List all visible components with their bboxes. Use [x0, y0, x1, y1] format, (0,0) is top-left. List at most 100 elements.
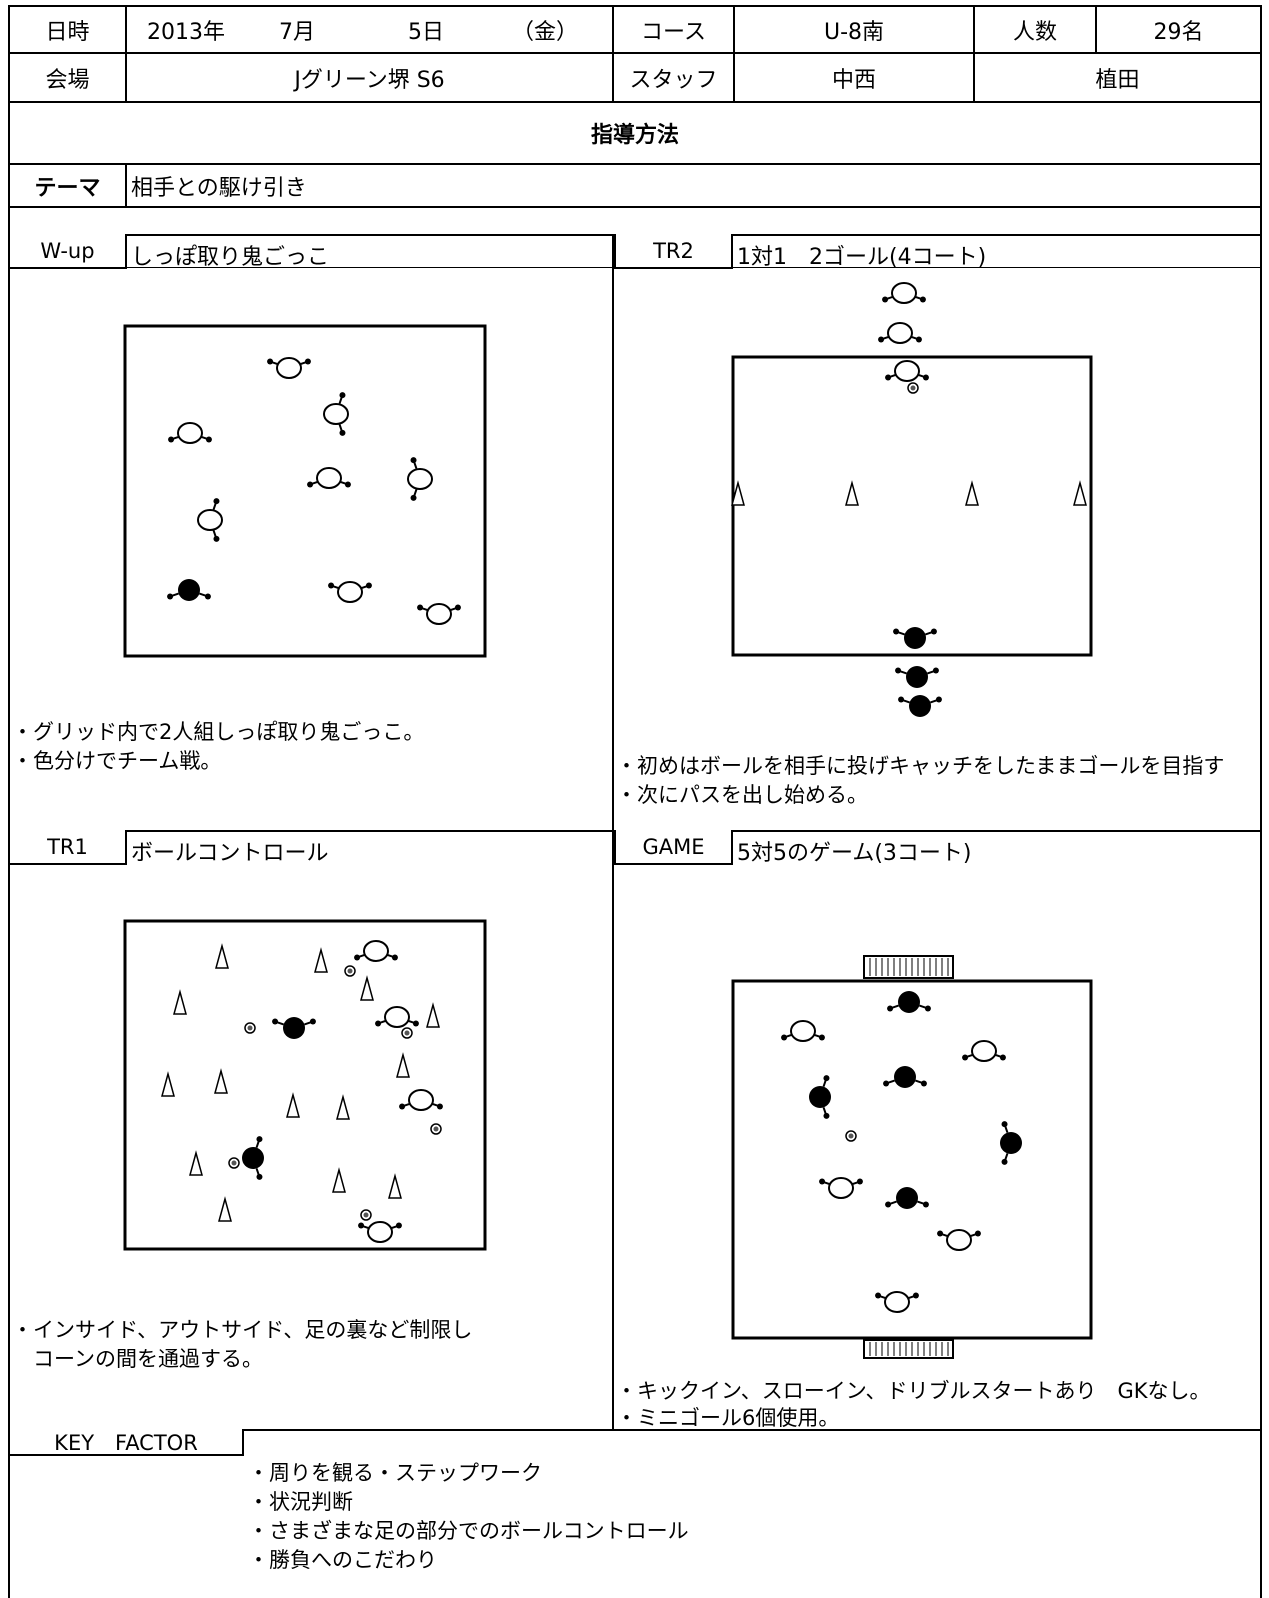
- cone-icon: [731, 480, 745, 506]
- goal-bottom-icon: [863, 1339, 954, 1359]
- key-factor-label: KEY FACTOR: [8, 1429, 244, 1456]
- date-day: 5日: [408, 19, 444, 45]
- player-white-icon: [399, 1089, 443, 1111]
- key-factor-item: ・勝負へのこだわり: [248, 1548, 437, 1572]
- theme-label: テーマ: [34, 175, 101, 201]
- cone-icon: [360, 975, 374, 1001]
- method-title: 指導方法: [590, 123, 679, 148]
- count-label: 人数: [1012, 19, 1057, 45]
- player-white-icon: [358, 1221, 402, 1243]
- player-white-icon: [819, 1177, 863, 1199]
- cone-icon: [314, 947, 328, 973]
- player-white-icon: [878, 322, 922, 344]
- player-dark-icon: [895, 666, 939, 688]
- player-white-icon: [875, 1291, 919, 1313]
- ball-icon: [401, 1027, 413, 1039]
- player-dark-icon: [887, 991, 931, 1013]
- game-title: 5対5のゲーム(3コート): [737, 841, 972, 866]
- tr2-title: 1対1 2ゴール(4コート): [737, 245, 987, 270]
- cone-icon: [388, 1173, 402, 1199]
- wup-title: しっぽ取り鬼ごっこ: [131, 245, 330, 270]
- player-white-icon: [267, 357, 311, 379]
- cone-icon: [845, 480, 859, 506]
- cone-icon: [215, 943, 229, 969]
- date-label: 日時: [45, 19, 90, 45]
- ball-icon: [845, 1130, 857, 1142]
- tr1-note-2: コーンの間を通過する。: [12, 1347, 263, 1371]
- cone-icon: [336, 1094, 350, 1120]
- player-white-icon: [328, 581, 372, 603]
- player-white-icon: [375, 1006, 419, 1028]
- cone-icon: [214, 1068, 228, 1094]
- wup-diagram: [123, 324, 487, 658]
- date-weekday: （金）: [512, 19, 579, 45]
- game-note-2: ・ミニゴール6個使用。: [616, 1406, 840, 1430]
- ball-icon: [360, 1209, 372, 1221]
- ball-icon: [907, 382, 919, 394]
- player-dark-icon: [885, 1187, 929, 1209]
- tr1-title: ボールコントロール: [131, 841, 329, 866]
- ball-icon: [344, 965, 356, 977]
- tr1-tag: TR1: [8, 830, 127, 865]
- game-diagram: [731, 955, 1093, 1359]
- player-white-icon: [307, 467, 351, 489]
- player-white-icon: [168, 422, 212, 444]
- ball-icon: [244, 1022, 256, 1034]
- tr2-tag: TR2: [614, 234, 733, 269]
- wup-note-2: ・色分けでチーム戦。: [12, 749, 222, 773]
- player-dark-icon: [809, 1075, 831, 1119]
- key-factor-item: ・さまざまな足の部分でのボールコントロール: [248, 1519, 689, 1543]
- staff-2: 植田: [1095, 67, 1140, 93]
- staff-1: 中西: [831, 67, 876, 93]
- tr2-note-2: ・次にパスを出し始める。: [616, 783, 868, 807]
- tr2-note-1: ・初めはボールを相手に投げキャッチをしたままゴールを目指す: [616, 754, 1225, 778]
- cone-icon: [218, 1196, 232, 1222]
- cone-icon: [161, 1071, 175, 1097]
- cone-icon: [173, 989, 187, 1015]
- player-white-icon: [781, 1020, 825, 1042]
- player-white-icon: [937, 1229, 981, 1251]
- venue-value: Jグリーン堺 S6: [294, 67, 445, 93]
- key-factor-item: ・状況判断: [248, 1490, 353, 1514]
- cone-icon: [332, 1167, 346, 1193]
- player-white-icon: [323, 392, 349, 436]
- player-white-icon: [407, 457, 433, 501]
- cone-icon: [1073, 480, 1087, 506]
- cone-icon: [189, 1150, 203, 1176]
- cone-icon: [286, 1092, 300, 1118]
- ball-icon: [430, 1123, 442, 1135]
- wup-tag: W-up: [8, 234, 127, 269]
- player-white-icon: [197, 498, 223, 542]
- date-month: 7月: [279, 19, 315, 45]
- course-label: コース: [641, 19, 706, 45]
- player-white-icon: [882, 282, 926, 304]
- player-dark-icon: [242, 1136, 264, 1180]
- key-factor-item: ・周りを観る・ステップワーク: [248, 1461, 542, 1485]
- cone-icon: [396, 1052, 410, 1078]
- tr1-diagram: [123, 919, 487, 1251]
- player-white-icon: [885, 360, 929, 382]
- tr2-diagram: [731, 282, 1093, 717]
- venue-label: 会場: [45, 67, 90, 93]
- player-white-icon: [962, 1040, 1006, 1062]
- game-note-1: ・キックイン、スローイン、ドリブルスタートあり GKなし。: [616, 1379, 1211, 1403]
- game-tag: GAME: [614, 830, 733, 865]
- count-value: 29名: [1153, 19, 1204, 45]
- player-dark-icon: [167, 579, 211, 601]
- wup-note-1: ・グリッド内で2人組しっぽ取り鬼ごっこ。: [12, 720, 425, 744]
- player-dark-icon: [893, 627, 937, 649]
- player-white-icon: [417, 603, 461, 625]
- player-dark-icon: [898, 695, 942, 717]
- cone-icon: [426, 1002, 440, 1028]
- wup-players: [167, 357, 461, 625]
- theme-value: 相手との駆け引き: [131, 175, 307, 201]
- goal-top-icon: [863, 955, 954, 979]
- player-white-icon: [354, 940, 398, 962]
- course-value: U-8南: [823, 19, 885, 45]
- player-dark-icon: [1000, 1121, 1022, 1165]
- date-year: 2013年: [147, 19, 225, 45]
- player-dark-icon: [883, 1066, 927, 1088]
- cone-icon: [965, 480, 979, 506]
- staff-label: スタッフ: [629, 67, 718, 93]
- player-dark-icon: [272, 1017, 316, 1039]
